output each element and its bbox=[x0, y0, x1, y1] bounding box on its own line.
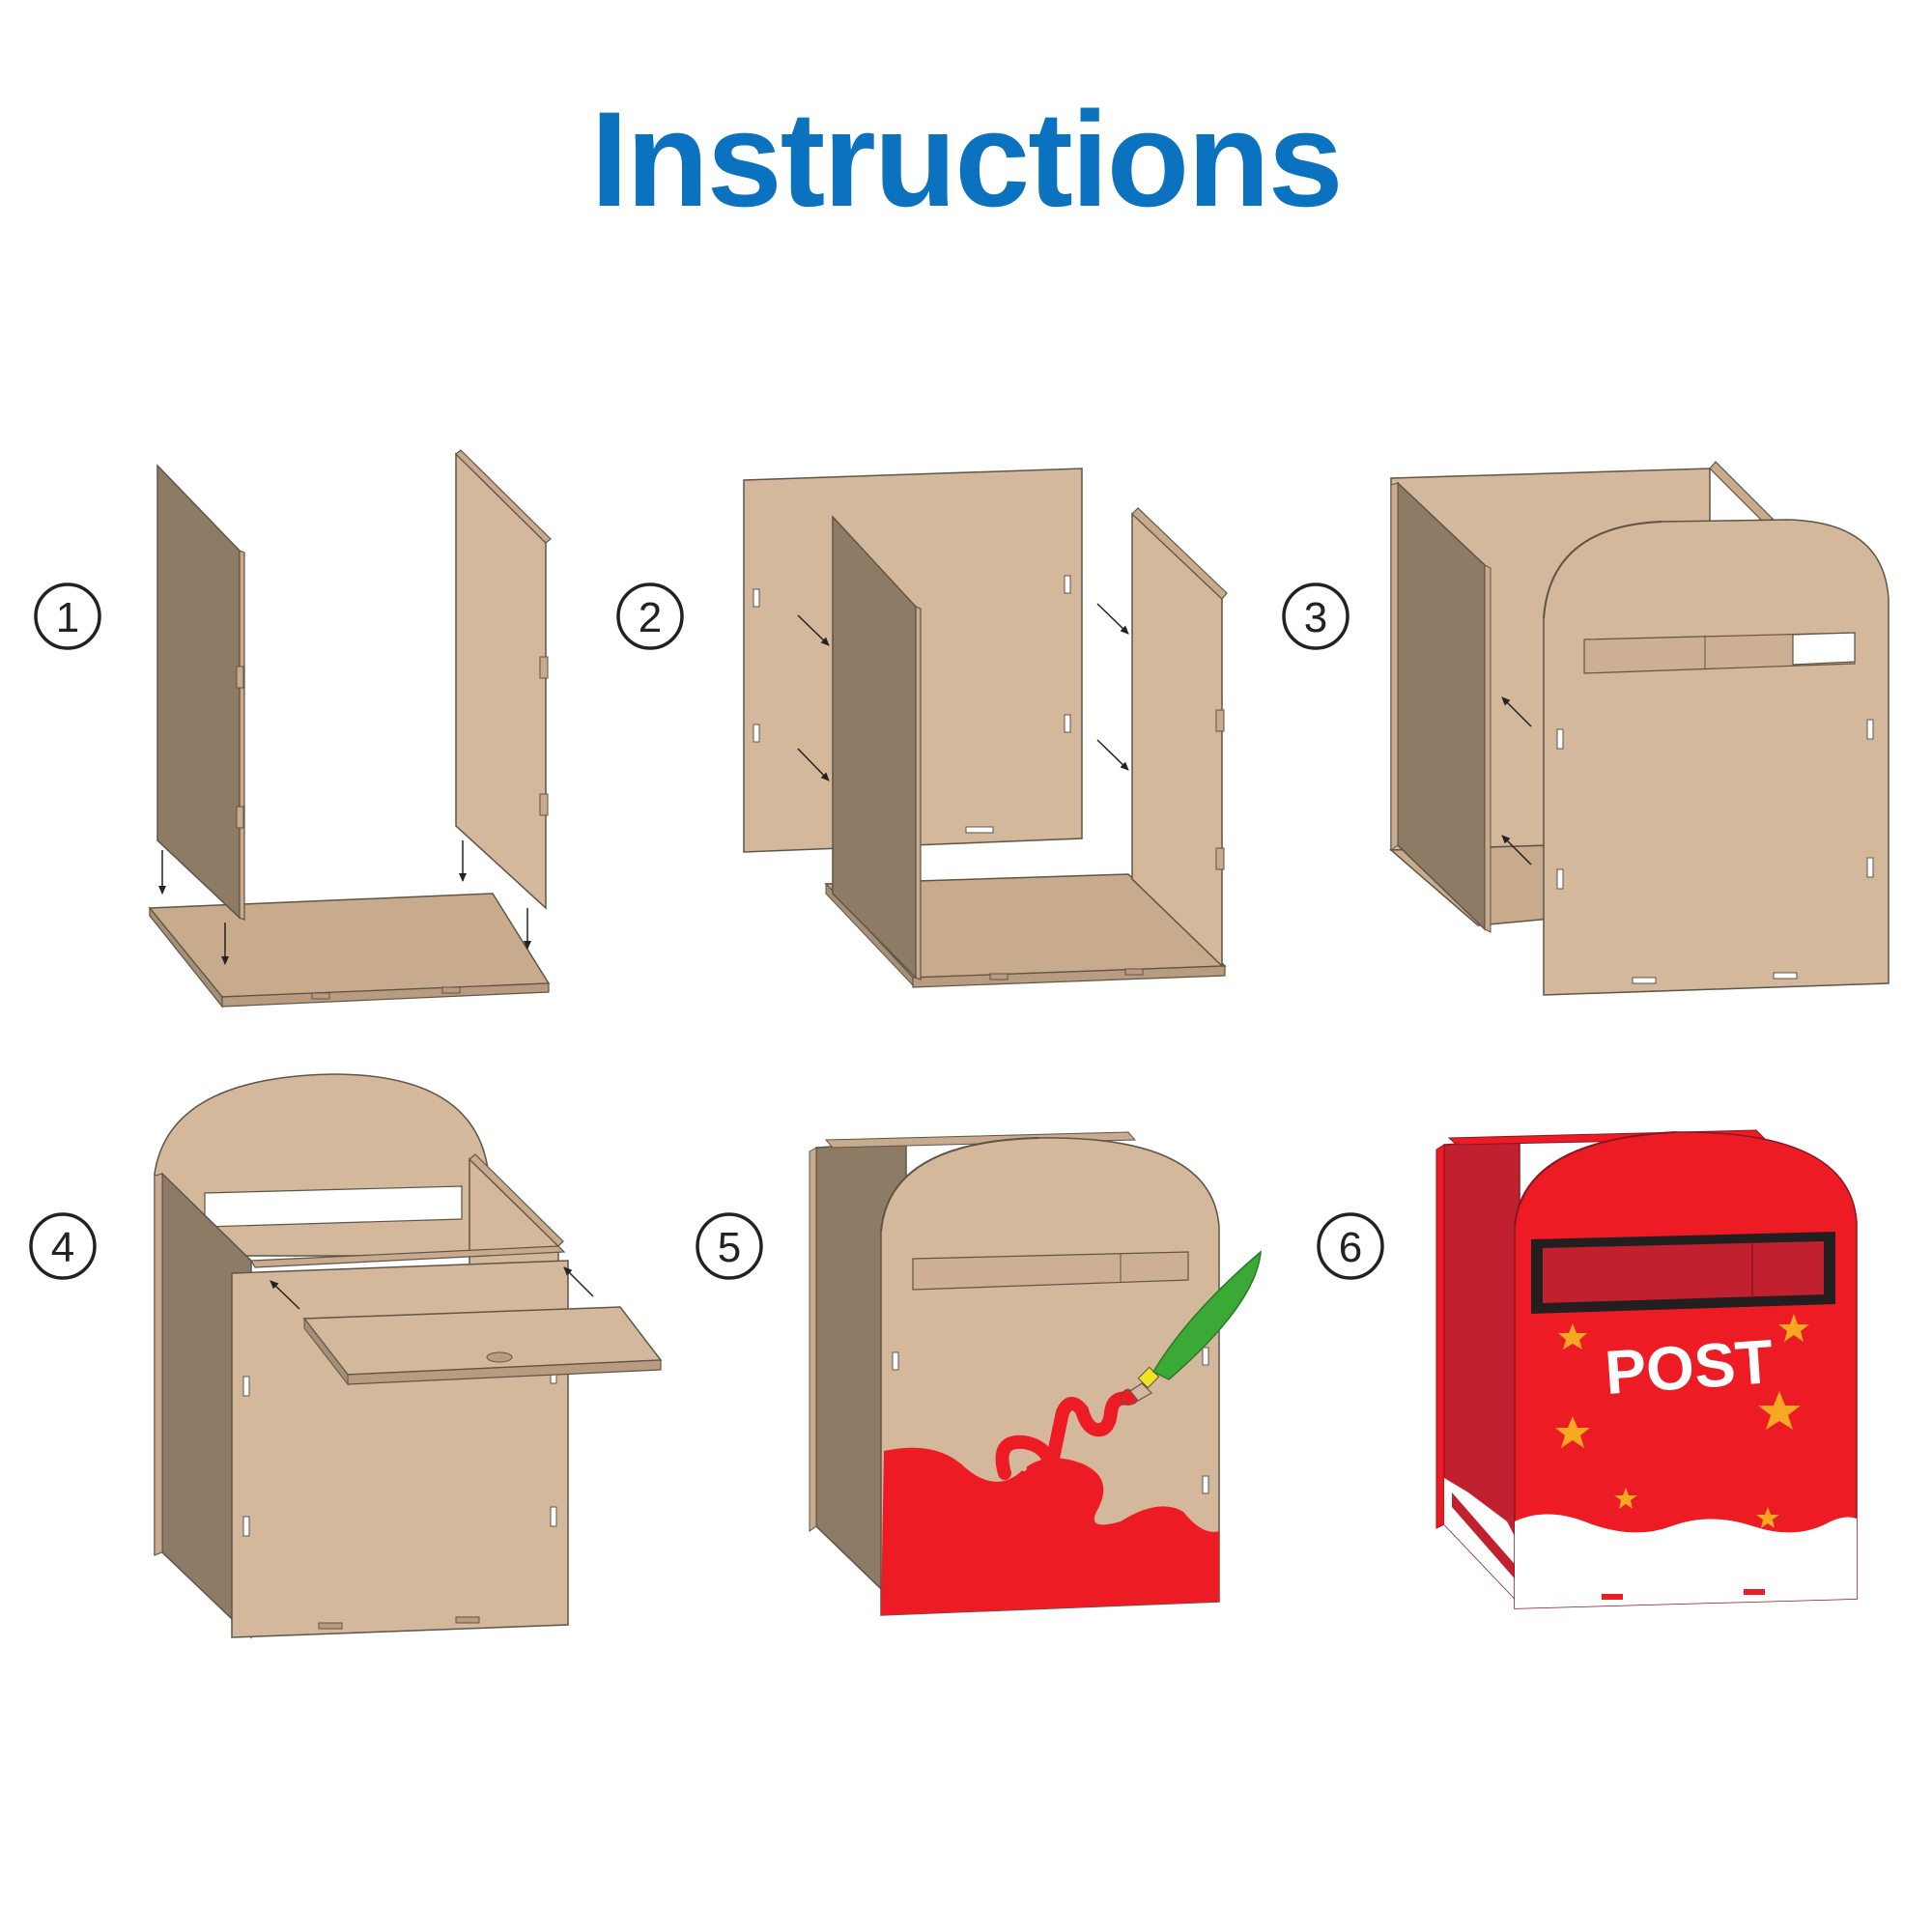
star-icon bbox=[1758, 1391, 1801, 1430]
step-1-right-panel bbox=[455, 449, 552, 910]
mailbox-finished: POST bbox=[1435, 1129, 1858, 1609]
step-1: 1 bbox=[34, 449, 552, 1009]
step-4-arrows bbox=[270, 1266, 594, 1310]
step-3-number-badge: 3 bbox=[1282, 582, 1350, 650]
star-icon bbox=[1778, 1314, 1809, 1342]
step-5-box bbox=[809, 1131, 1220, 1616]
post-label: POST bbox=[1603, 1326, 1776, 1407]
step-2-number-badge: 2 bbox=[616, 582, 684, 650]
step-1-number: 1 bbox=[56, 594, 79, 641]
step-6-number: 6 bbox=[1339, 1224, 1362, 1271]
step-4-box bbox=[154, 1073, 663, 1639]
step-6-number-badge: 6 bbox=[1317, 1212, 1384, 1280]
star-icon bbox=[1555, 1416, 1590, 1448]
step-2-number: 2 bbox=[639, 594, 662, 641]
step-1-left-panel bbox=[156, 464, 245, 921]
step-2-arrows bbox=[797, 603, 1129, 781]
step-2-right-panel bbox=[1131, 507, 1228, 968]
step-5-number-badge: 5 bbox=[696, 1212, 763, 1280]
paintbrush-icon bbox=[1121, 1250, 1262, 1406]
step-1-base-board bbox=[148, 893, 551, 1009]
step-1-arrows bbox=[158, 840, 531, 965]
step-5-number: 5 bbox=[718, 1224, 741, 1271]
step-1-number-badge: 1 bbox=[34, 582, 101, 650]
step-5: 5 bbox=[696, 1131, 1262, 1616]
step-6: 6 POST bbox=[1317, 1129, 1858, 1609]
page-title: Instructions bbox=[590, 83, 1343, 235]
step-4-number: 4 bbox=[51, 1224, 74, 1271]
step-3: 3 bbox=[1282, 461, 1889, 996]
step-4-number-badge: 4 bbox=[29, 1212, 97, 1280]
step-3-number: 3 bbox=[1304, 594, 1327, 641]
star-icon bbox=[1558, 1323, 1587, 1350]
star-icon bbox=[1756, 1507, 1779, 1528]
step-3-box bbox=[1389, 461, 1889, 996]
step-2-left-panel bbox=[832, 515, 922, 980]
step-2: 2 bbox=[616, 468, 1228, 988]
step-4: 4 bbox=[29, 1073, 663, 1639]
star-icon bbox=[1614, 1488, 1637, 1509]
step-3-arrows bbox=[1501, 696, 1532, 866]
